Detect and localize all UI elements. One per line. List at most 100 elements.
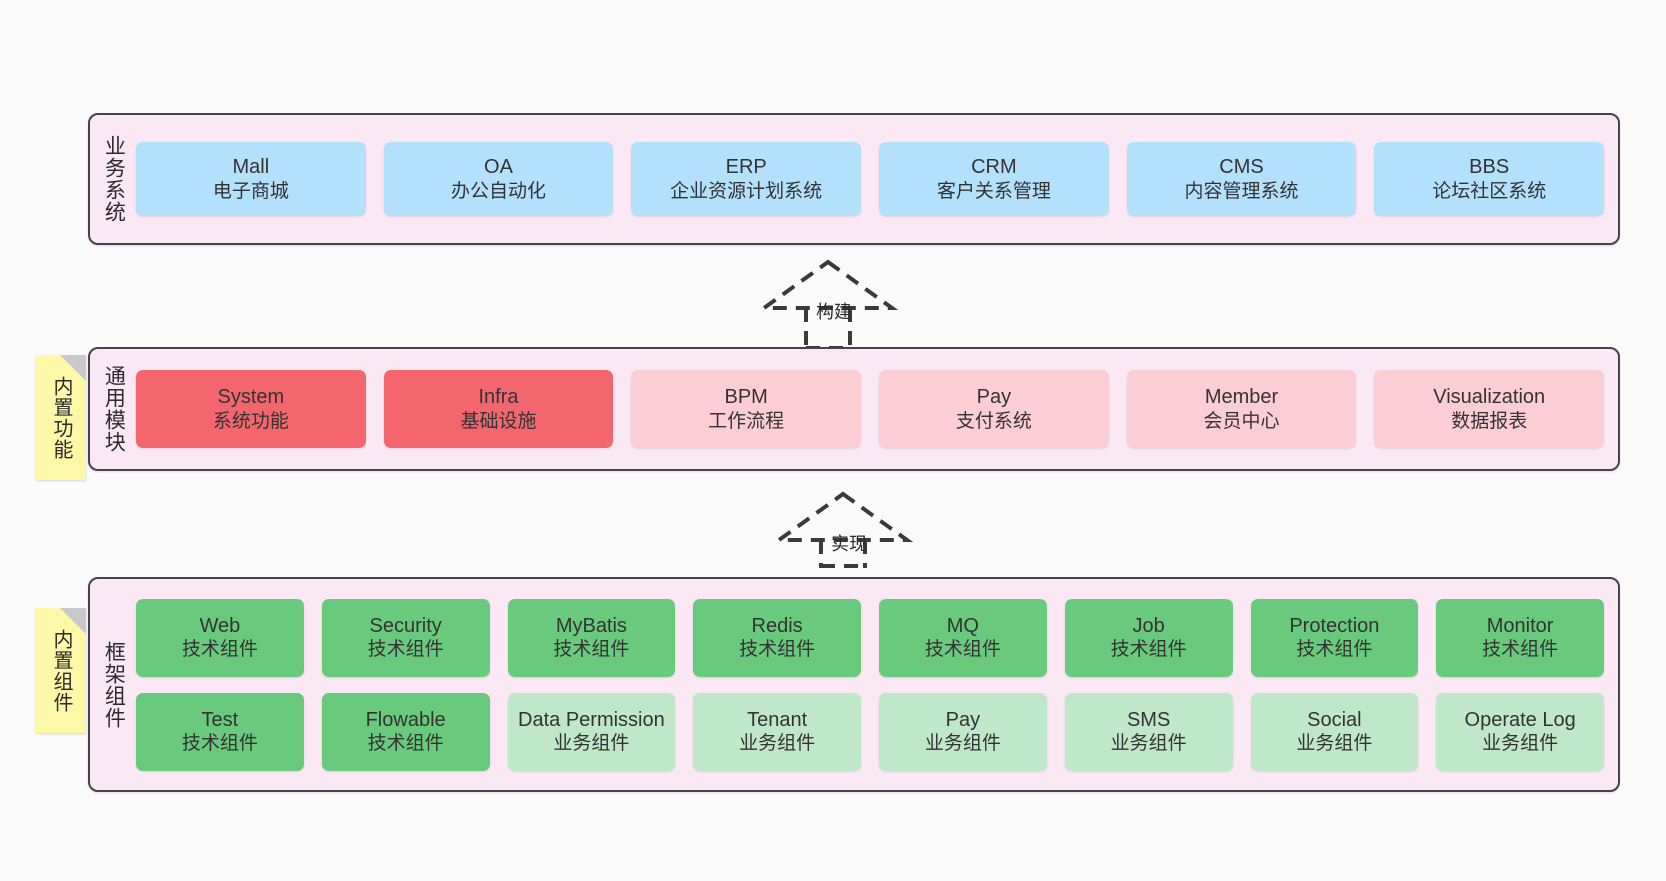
component-card-tenant[interactable]: Tenant 业务组件 (693, 692, 861, 771)
layer-body-common-module: System 系统功能 Infra 基础设施 BPM 工作流程 Pay 支付系统… (136, 349, 1618, 469)
module-card-title: Visualization (1433, 386, 1546, 409)
layer-framework-component[interactable]: 框架组件 Web 技术组件 Security 技术组件 MyBatis 技术组件… (88, 577, 1620, 792)
component-card-title: Monitor (1486, 614, 1554, 637)
component-card-redis[interactable]: Redis 技术组件 (693, 598, 861, 677)
note-fold-icon (60, 355, 86, 381)
component-card-subtitle: 业务组件 (739, 733, 816, 755)
component-card-subtitle: 技术组件 (553, 639, 630, 661)
component-card-title: Test (201, 708, 239, 731)
module-card-subtitle: 系统功能 (212, 410, 289, 432)
module-card-subtitle: 论坛社区系统 (1432, 180, 1547, 202)
component-card-flowable[interactable]: Flowable 技术组件 (321, 692, 490, 771)
component-card-subtitle: 业务组件 (553, 733, 630, 755)
component-card-web[interactable]: Web 技术组件 (136, 598, 304, 677)
module-card-title: CRM (971, 156, 1017, 179)
module-card-title: System (217, 386, 285, 409)
note-label: 内置功能 (50, 375, 72, 460)
component-card-monitor[interactable]: Monitor 技术组件 (1436, 598, 1604, 677)
module-card-bbs[interactable]: BBS 论坛社区系统 (1374, 142, 1605, 216)
module-card-pay[interactable]: Pay 支付系统 (879, 370, 1109, 448)
module-card-subtitle: 内容管理系统 (1184, 180, 1299, 202)
layer-common-module[interactable]: 通用模块 System 系统功能 Infra 基础设施 BPM 工作流程 Pay… (88, 347, 1620, 471)
component-card-security[interactable]: Security 技术组件 (321, 598, 490, 677)
component-card-social[interactable]: Social 业务组件 (1250, 692, 1419, 771)
module-card-infra[interactable]: Infra 基础设施 (383, 370, 614, 448)
module-card-erp[interactable]: ERP 企业资源计划系统 (631, 142, 862, 216)
component-card-protection[interactable]: Protection 技术组件 (1250, 598, 1419, 677)
component-card-title: MyBatis (555, 614, 627, 637)
component-card-subtitle: 技术组件 (1296, 639, 1373, 661)
component-card-mybatis[interactable]: MyBatis 技术组件 (507, 598, 676, 677)
module-card-visualization[interactable]: Visualization 数据报表 (1374, 370, 1605, 448)
component-card-title: Data Permission (518, 708, 665, 731)
layer-row: Test 技术组件 Flowable 技术组件 Data Permission … (136, 692, 1604, 771)
component-card-title: Social (1307, 708, 1362, 731)
layer-row: System 系统功能 Infra 基础设施 BPM 工作流程 Pay 支付系统… (136, 370, 1605, 448)
module-card-title: Pay (976, 386, 1012, 409)
component-card-title: Web (199, 614, 241, 637)
component-card-subtitle: 技术组件 (739, 639, 816, 661)
component-card-subtitle: 业务组件 (1482, 733, 1559, 755)
component-card-subtitle: 技术组件 (367, 639, 444, 661)
component-card-title: Pay (945, 708, 981, 731)
module-card-oa[interactable]: OA 办公自动化 (383, 142, 614, 216)
module-card-system[interactable]: System 系统功能 (136, 370, 366, 448)
component-card-title: SMS (1126, 708, 1171, 731)
component-card-subtitle: 技术组件 (924, 639, 1001, 661)
module-card-title: OA (484, 156, 513, 179)
module-card-member[interactable]: Member 会员中心 (1126, 370, 1357, 448)
component-card-pay[interactable]: Pay 业务组件 (879, 692, 1047, 771)
module-card-subtitle: 工作流程 (708, 410, 785, 432)
component-card-title: MQ (946, 614, 979, 637)
layer-title-business-system: 业务系统 (102, 135, 126, 223)
layer-row: Mall 电子商城 OA 办公自动化 ERP 企业资源计划系统 CRM 客户关系… (136, 142, 1605, 216)
connector-build: 构建 (757, 258, 899, 350)
module-card-subtitle: 电子商城 (212, 180, 289, 202)
module-card-title: BBS (1469, 156, 1510, 179)
component-card-title: Job (1132, 614, 1165, 637)
component-card-sms[interactable]: SMS 业务组件 (1064, 692, 1233, 771)
note-builtin-function: 内置功能 (36, 355, 86, 480)
module-card-subtitle: 会员中心 (1203, 410, 1280, 432)
component-card-subtitle: 技术组件 (1482, 639, 1559, 661)
component-card-subtitle: 技术组件 (1110, 639, 1187, 661)
module-card-crm[interactable]: CRM 客户关系管理 (879, 142, 1109, 216)
component-card-subtitle: 业务组件 (1110, 733, 1187, 755)
component-card-operate-log[interactable]: Operate Log 业务组件 (1436, 692, 1604, 771)
layer-body-business-system: Mall 电子商城 OA 办公自动化 ERP 企业资源计划系统 CRM 客户关系… (136, 115, 1618, 243)
module-card-subtitle: 数据报表 (1451, 410, 1528, 432)
note-fold-icon (60, 608, 86, 634)
module-card-title: ERP (725, 156, 767, 179)
connector-label-build: 构建 (816, 302, 852, 322)
connector-label-implement: 实现 (831, 534, 867, 554)
module-card-title: BPM (724, 386, 768, 409)
component-card-mq[interactable]: MQ 技术组件 (879, 598, 1047, 677)
connector-implement: 实现 (772, 490, 914, 570)
module-card-subtitle: 企业资源计划系统 (670, 180, 823, 202)
component-card-title: Operate Log (1464, 708, 1576, 731)
layer-title-framework-component: 框架组件 (102, 640, 126, 729)
module-card-subtitle: 基础设施 (460, 410, 537, 432)
note-label: 内置组件 (50, 628, 72, 713)
layer-title-common-module: 通用模块 (102, 365, 126, 453)
component-card-test[interactable]: Test 技术组件 (136, 692, 304, 771)
module-card-title: Mall (232, 156, 270, 179)
note-builtin-component: 内置组件 (36, 608, 86, 733)
component-card-title: Flowable (365, 708, 446, 731)
component-card-job[interactable]: Job 技术组件 (1064, 598, 1233, 677)
module-card-mall[interactable]: Mall 电子商城 (136, 142, 366, 216)
component-card-data-permission[interactable]: Data Permission 业务组件 (507, 692, 676, 771)
module-card-subtitle: 支付系统 (955, 410, 1032, 432)
module-card-title: Infra (478, 386, 519, 409)
layer-body-framework-component: Web 技术组件 Security 技术组件 MyBatis 技术组件 Redi… (136, 579, 1618, 790)
component-card-subtitle: 业务组件 (924, 733, 1001, 755)
component-card-subtitle: 技术组件 (181, 733, 258, 755)
component-card-subtitle: 技术组件 (181, 639, 258, 661)
component-card-title: Redis (751, 614, 803, 637)
module-card-cms[interactable]: CMS 内容管理系统 (1126, 142, 1357, 216)
module-card-bpm[interactable]: BPM 工作流程 (631, 370, 862, 448)
component-card-title: Security (369, 614, 442, 637)
module-card-subtitle: 办公自动化 (451, 180, 547, 202)
layer-business-system[interactable]: 业务系统 Mall 电子商城 OA 办公自动化 ERP 企业资源计划系统 CRM… (88, 113, 1620, 245)
component-card-title: Protection (1289, 614, 1380, 637)
